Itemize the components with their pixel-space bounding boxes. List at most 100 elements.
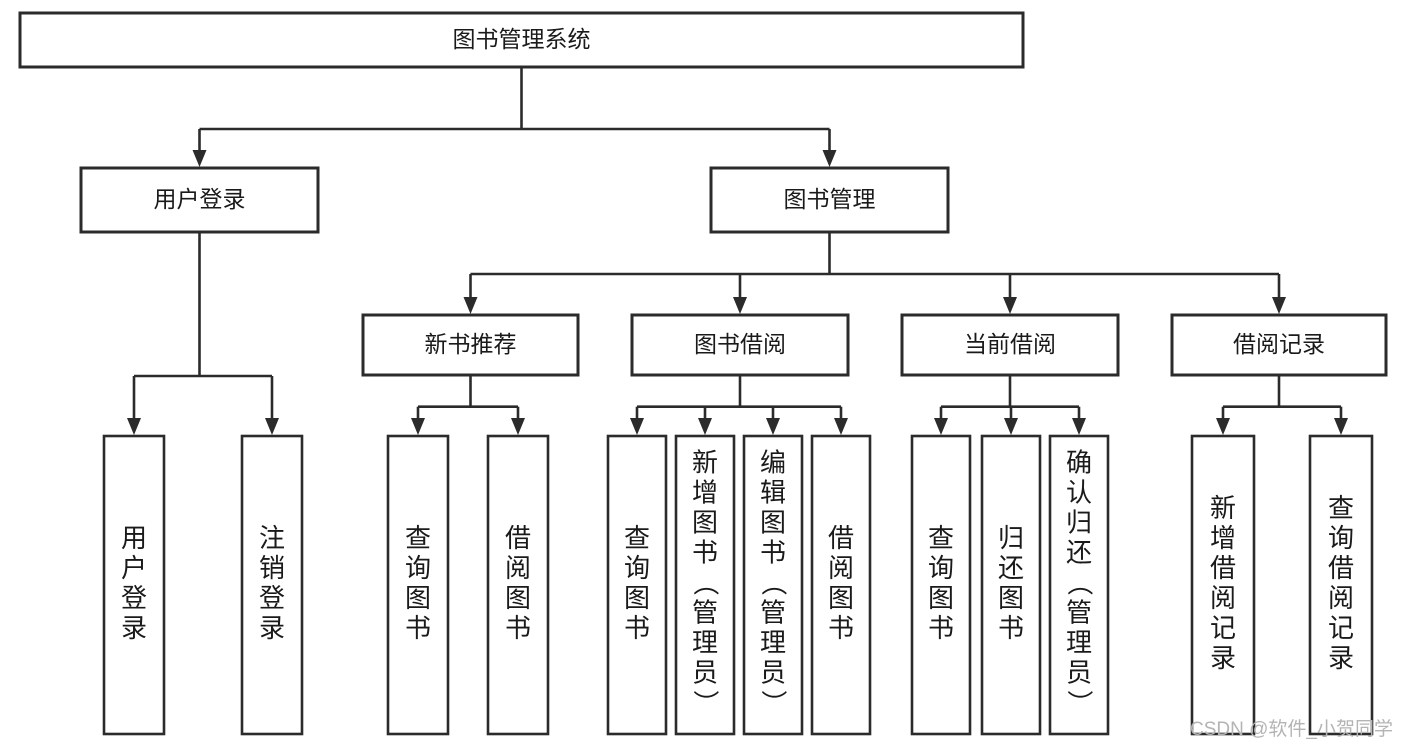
node-box[interactable]	[742, 434, 804, 736]
node-label-char: 理	[692, 627, 718, 657]
node-box[interactable]	[386, 434, 450, 736]
node-label-char: 理	[760, 627, 786, 657]
node-label-char: 管	[692, 597, 718, 627]
node-borrow[interactable]: 图书借阅	[630, 313, 850, 377]
node-label-char: 记	[1328, 613, 1354, 643]
node-label-char: 确	[1066, 447, 1092, 477]
edge-group-bookmgmt	[463, 232, 1286, 314]
edge-arrowhead	[822, 150, 837, 167]
node-box[interactable]	[1048, 434, 1110, 736]
node-box[interactable]	[900, 313, 1120, 377]
node-label-char: 图	[760, 507, 786, 537]
node-box[interactable]	[102, 434, 166, 736]
node-box[interactable]	[709, 166, 950, 234]
node-box[interactable]	[674, 434, 736, 736]
node-label-char: 查	[624, 523, 650, 553]
node-label-char: 员	[692, 657, 718, 687]
node-label-char: 图	[624, 583, 650, 613]
node-label-char: 管	[760, 597, 786, 627]
edge-group-current	[934, 375, 1086, 435]
node-label-char: 图	[928, 583, 954, 613]
node-label-char: 员	[760, 657, 786, 687]
node-label: 当前借阅	[964, 331, 1056, 357]
edge-group-records	[1216, 375, 1348, 435]
edge-arrowhead	[1216, 418, 1230, 435]
node-label-char: ）	[1064, 690, 1094, 716]
edge-arrowhead	[192, 150, 207, 167]
node-label-char: 询	[624, 553, 650, 583]
node-label-char: 阅	[828, 553, 854, 583]
node-label: 新书推荐	[425, 331, 517, 357]
node-box[interactable]	[79, 166, 320, 234]
node-box[interactable]	[606, 434, 668, 736]
node-label-char: 销	[259, 553, 285, 583]
node-label-char: 书	[405, 613, 431, 643]
node-label-char: 询	[928, 553, 954, 583]
node-label-char: 书	[692, 537, 718, 567]
node-box[interactable]	[630, 313, 850, 377]
node-label-char: 借	[1210, 553, 1236, 583]
node-root[interactable]: 图书管理系统	[18, 11, 1025, 69]
node-label-char: 新	[692, 447, 718, 477]
node-bookmgmt[interactable]: 图书管理	[709, 166, 950, 234]
edge-arrowhead	[630, 418, 644, 435]
node-label-char: 书	[828, 613, 854, 643]
node-label-char: 还	[1066, 537, 1092, 567]
node-box[interactable]	[486, 434, 550, 736]
node-login[interactable]: 用户登录	[79, 166, 320, 234]
node-label-char: 录	[259, 613, 285, 643]
node-label-char: 图	[505, 583, 531, 613]
node-label-char: 阅	[1328, 583, 1354, 613]
node-label-char: 查	[928, 523, 954, 553]
node-box[interactable]	[810, 434, 872, 736]
node-box[interactable]	[910, 434, 972, 736]
node-label-char: 图	[692, 507, 718, 537]
node-box[interactable]	[18, 11, 1025, 69]
node-label-char: 归	[998, 523, 1024, 553]
node-current[interactable]: 当前借阅	[900, 313, 1120, 377]
node-label-char: 借	[1328, 553, 1354, 583]
node-label-char: 书	[505, 613, 531, 643]
node-l1[interactable]: 用户登录	[102, 434, 166, 736]
node-newbook[interactable]: 新书推荐	[361, 313, 580, 377]
node-box[interactable]	[361, 313, 580, 377]
node-label-char: 阅	[1210, 583, 1236, 613]
node-label-char: 借	[505, 523, 531, 553]
node-box[interactable]	[1308, 434, 1374, 736]
node-label-char: 书	[760, 537, 786, 567]
node-label-char: 登	[259, 583, 285, 613]
node-box[interactable]	[1190, 434, 1256, 736]
node-label-char: 书	[928, 613, 954, 643]
node-box[interactable]	[1170, 313, 1388, 377]
edge-group-root	[192, 67, 837, 167]
node-label-char: 认	[1066, 477, 1092, 507]
node-label-char: 借	[828, 523, 854, 553]
node-box[interactable]	[240, 434, 304, 736]
edge-arrowhead	[1004, 418, 1018, 435]
node-records[interactable]: 借阅记录	[1170, 313, 1388, 377]
node-label-char: （	[690, 570, 720, 596]
node-label-char: 辑	[760, 477, 786, 507]
edge-arrowhead	[127, 418, 141, 435]
node-label-char: 录	[121, 613, 147, 643]
node-label: 图书管理	[784, 186, 876, 212]
node-label-char: 阅	[505, 553, 531, 583]
node-label-char: （	[1064, 570, 1094, 596]
node-box[interactable]	[980, 434, 1042, 736]
nodes-layer: 图书管理系统用户登录图书管理新书推荐图书借阅当前借阅借阅记录用户登录注销登录查询…	[18, 11, 1388, 736]
node-label-char: 还	[998, 553, 1024, 583]
